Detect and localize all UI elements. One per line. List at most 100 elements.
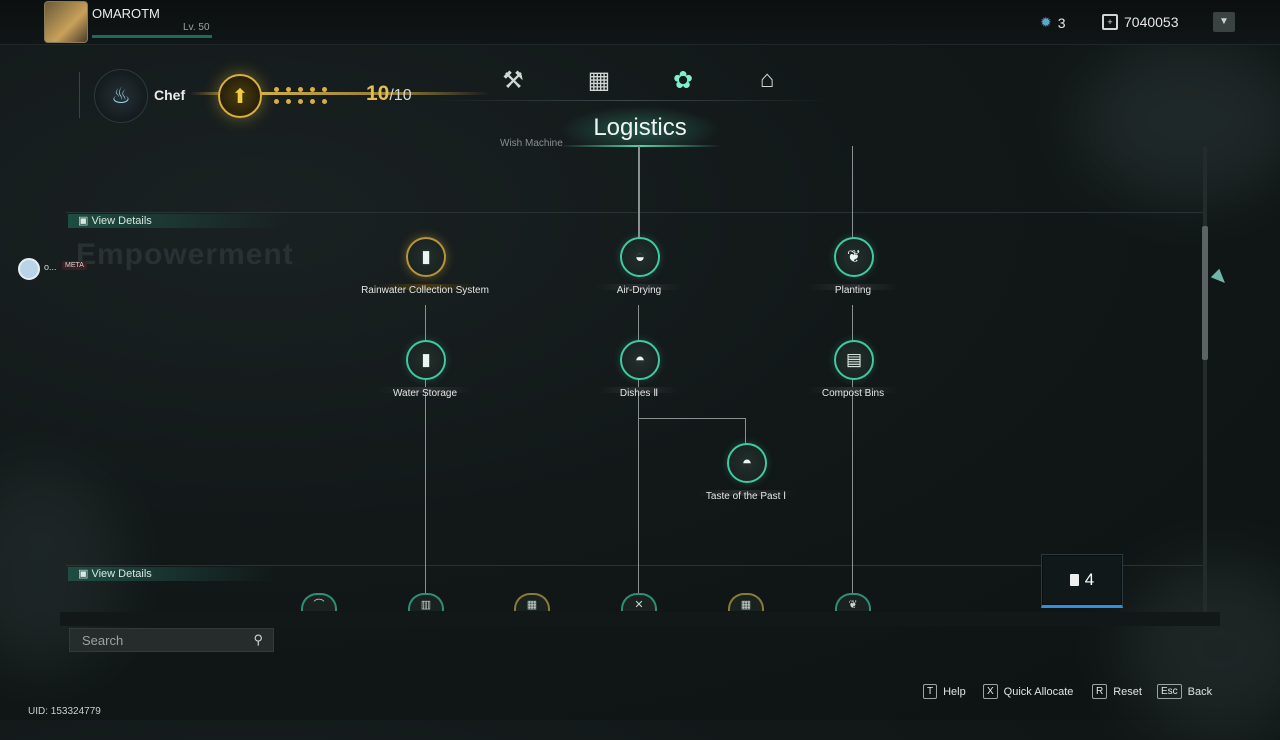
avatar[interactable]: [44, 1, 88, 43]
partial-node[interactable]: ▦: [514, 593, 550, 611]
hint-reset[interactable]: R Reset: [1092, 684, 1142, 699]
node-label-bar: [375, 284, 475, 290]
node-label: Rainwater Collection System: [361, 285, 489, 296]
node-label: Dishes Ⅱ: [619, 388, 659, 399]
book-icon: ▣: [78, 568, 92, 580]
available-points-value: 4: [1084, 570, 1095, 589]
node-planting[interactable]: ❦: [834, 237, 874, 277]
points-current: 10: [366, 82, 390, 105]
chef-class-badge[interactable]: ♨: [94, 69, 148, 123]
points-max: /10: [389, 87, 412, 104]
node-label-bar: [378, 387, 472, 393]
tank-icon: ▥: [420, 599, 432, 611]
top-bar: [0, 0, 1280, 45]
node-label: Air-Drying: [616, 285, 662, 296]
arrow-up-icon: ⬆: [231, 85, 249, 108]
tab-separator: [430, 100, 830, 101]
tab-workbench[interactable]: ▦: [577, 62, 621, 98]
water-bottle-icon: ▮: [421, 247, 431, 266]
workbench-icon: ▦: [587, 66, 611, 94]
star-shard-icon: ✹: [1040, 14, 1052, 30]
search-box[interactable]: ⚲: [69, 628, 274, 652]
skill-point-dots: [270, 84, 330, 106]
water-bottle-icon: ▮: [421, 350, 431, 369]
tools-icon: ⚒: [502, 66, 524, 94]
tent-icon: ⌒: [313, 599, 325, 611]
key-badge: T: [923, 684, 938, 699]
book-icon: [1069, 574, 1079, 586]
logistics-tree-icon: ✿: [672, 66, 694, 94]
background-mist: [1120, 560, 1280, 740]
side-user-label: o...: [44, 262, 57, 272]
partial-node[interactable]: ▥: [408, 593, 444, 611]
currency-icon: +: [1102, 14, 1118, 30]
partial-node[interactable]: ⌒: [301, 593, 337, 611]
dropdown-button[interactable]: ▼: [1213, 12, 1235, 32]
partial-node-label: Wish Machine: [500, 138, 563, 149]
node-label-bar: [808, 284, 898, 290]
node-rainwater-collection[interactable]: ▮: [406, 237, 446, 277]
hint-label: Help: [943, 685, 966, 698]
tab-logistics[interactable]: ✿: [661, 62, 705, 98]
sprout-icon: ❦: [848, 599, 858, 611]
partial-node[interactable]: ▦: [728, 593, 764, 611]
resource-value: 7040053: [1124, 14, 1179, 30]
tab-tools[interactable]: ⚒: [491, 62, 535, 98]
cursor-icon: [1210, 268, 1230, 288]
tree-connector: [638, 146, 640, 238]
chef-hat-icon: ♨: [111, 83, 131, 108]
xp-bar: [92, 35, 212, 38]
chevron-down-icon: ▼: [1219, 16, 1229, 27]
node-label-bar: [600, 387, 678, 393]
player-name: OMAROTM: [92, 6, 160, 21]
tree-connector: [425, 305, 426, 595]
node-label: Water Storage: [392, 388, 458, 399]
resource-currency: + 7040053: [1102, 14, 1179, 30]
scrollbar-track[interactable]: [1203, 146, 1207, 612]
node-taste-of-the-past-1[interactable]: ◓: [727, 443, 767, 483]
active-tab-underline: [560, 145, 720, 147]
node-label: Taste of the Past Ⅰ: [705, 491, 787, 502]
partial-node[interactable]: ✕: [621, 593, 657, 611]
node-dishes-2[interactable]: ◓: [620, 340, 660, 380]
building-icon: ⌂: [759, 66, 775, 93]
section-divider: [66, 212, 1206, 213]
partial-node[interactable]: ❦: [835, 593, 871, 611]
hint-quick-allocate[interactable]: X Quick Allocate: [983, 684, 1073, 699]
tree-connector: [852, 146, 853, 238]
hint-label: Back: [1187, 685, 1213, 698]
search-icon[interactable]: ⚲: [253, 632, 263, 647]
cabinet-icon: ▦: [740, 599, 752, 611]
crossed-tools-icon: ✕: [634, 599, 644, 611]
view-details-label: View Details: [91, 568, 152, 580]
search-input[interactable]: [80, 631, 244, 649]
hint-help[interactable]: T Help: [923, 684, 966, 699]
side-user-avatar[interactable]: [18, 258, 40, 280]
scrollbar-thumb[interactable]: [1202, 226, 1208, 360]
cabinet-icon: ▦: [526, 599, 538, 611]
node-air-drying[interactable]: ◒: [620, 237, 660, 277]
tree-connector: [638, 418, 746, 419]
active-tab-glow: [560, 106, 720, 146]
node-water-storage[interactable]: ▮: [406, 340, 446, 380]
tab-building[interactable]: ⌂: [745, 62, 789, 98]
tree-connector: [638, 305, 639, 595]
rank-up-button[interactable]: ⬆: [218, 74, 262, 118]
resource-shards: ✹ 3: [1040, 14, 1066, 31]
class-name: Chef: [154, 87, 186, 103]
node-compost-bins[interactable]: ▤: [834, 340, 874, 380]
node-label-bar: [595, 284, 683, 290]
hint-label: Reset: [1113, 685, 1142, 698]
view-details-button[interactable]: ▣ View Details: [68, 214, 278, 228]
scroll-mask: [60, 612, 1220, 626]
hint-label: Quick Allocate: [1003, 685, 1074, 698]
dried-food-icon: ◒: [634, 247, 646, 266]
dish-icon: ◓: [741, 453, 753, 472]
section-ghost-title: Empowerment: [76, 238, 294, 271]
compost-bin-icon: ▤: [845, 350, 863, 369]
hint-back[interactable]: Esc Back: [1157, 684, 1212, 699]
tree-connector: [745, 418, 746, 444]
node-label-bar: [697, 490, 795, 496]
active-tab-title: Logistics: [593, 114, 687, 141]
view-details-button[interactable]: ▣ View Details: [68, 567, 278, 581]
